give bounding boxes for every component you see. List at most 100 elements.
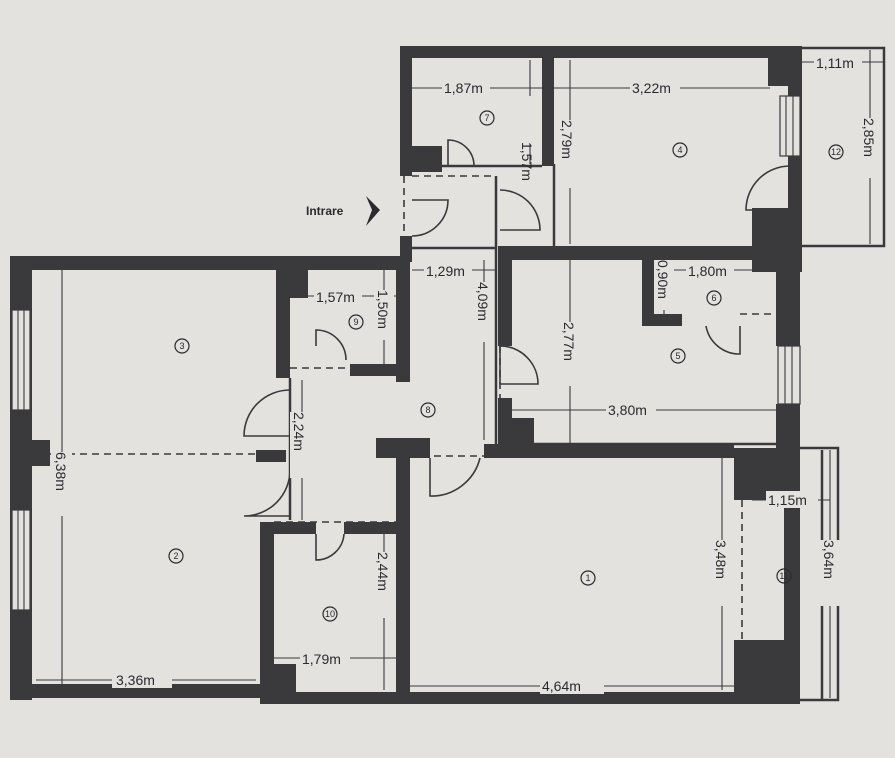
wall-10-top-right <box>344 522 398 534</box>
room-10-marker: 10 <box>322 606 338 622</box>
wall-9-right <box>396 262 410 382</box>
door-12 <box>745 165 791 211</box>
wall-top <box>400 46 802 58</box>
thin-walls <box>36 46 886 702</box>
dim-r4-height: 2,79m <box>559 120 575 159</box>
room-11-marker: 11 <box>776 568 792 584</box>
dim-r7-width: 1,87m <box>444 80 483 96</box>
wall-5-left-top <box>498 246 512 346</box>
dim-r6-height: 0,90m <box>655 260 671 299</box>
door-4 <box>499 189 541 231</box>
svg-text:2: 2 <box>173 551 178 561</box>
svg-text:8: 8 <box>425 405 430 415</box>
svg-text:11: 11 <box>779 571 788 581</box>
dim-r8-top: 1,29m <box>426 263 465 279</box>
entrance-marker: Intrare <box>306 196 380 226</box>
wall-10-top <box>260 522 316 534</box>
dim-r7-height: 1,57m <box>519 142 535 181</box>
dim-r12-height: 2,85m <box>861 118 877 157</box>
svg-text:4: 4 <box>677 145 682 155</box>
dim-r10-width: 1,79m <box>302 651 341 667</box>
dim-r6-width: 1,80m <box>688 263 727 279</box>
dim-r5-width: 3,80m <box>608 402 647 418</box>
door-9 <box>315 329 347 361</box>
svg-text:12: 12 <box>831 147 841 157</box>
room-8-marker: 8 <box>420 402 436 418</box>
room-4-marker: 4 <box>672 142 688 158</box>
dimension-labels: 1,87m 1,57m 3,22m 2,79m 1,11m 2,85m 1,29… <box>52 54 880 694</box>
wall-10-left <box>260 522 274 698</box>
wall-5-right-top <box>776 246 800 346</box>
wall-9-bottom <box>350 364 410 376</box>
room-9-marker: 9 <box>348 314 364 330</box>
room-7-marker: 7 <box>479 110 495 126</box>
wall-8-corner <box>376 438 430 458</box>
dim-r8-mid: 2,24m <box>291 412 307 451</box>
svg-text:1: 1 <box>585 573 590 583</box>
door-7 <box>447 139 475 167</box>
openings <box>32 160 791 640</box>
entrance-label: Intrare <box>306 204 344 218</box>
dim-r10-height: 2,44m <box>375 552 391 591</box>
wall-4-5 <box>498 246 798 260</box>
wall-11-right <box>784 448 800 698</box>
door-entrance <box>411 199 449 237</box>
wall-bottom-left <box>10 684 260 698</box>
svg-text:6: 6 <box>711 293 716 303</box>
wall-pillar-mid <box>256 450 286 462</box>
room-markers: 7 4 12 3 9 6 5 8 2 10 1 11 <box>168 110 844 622</box>
dim-r1-height: 3,48m <box>713 540 729 579</box>
wall-5-right-bottom <box>776 404 800 454</box>
wall-entrance-stub <box>400 236 412 262</box>
window-room-5 <box>777 345 801 405</box>
door-6 <box>705 325 741 355</box>
wall-1-left <box>396 438 410 700</box>
room-1-marker: 1 <box>580 570 596 586</box>
svg-text:9: 9 <box>353 317 358 327</box>
wall-pillar-left <box>10 440 50 466</box>
window-room-3 <box>11 309 31 411</box>
room-2-marker: 2 <box>168 548 184 564</box>
wall-6-left <box>642 256 654 326</box>
dim-r5-height: 2,77m <box>561 322 577 361</box>
svg-text:5: 5 <box>675 351 680 361</box>
dim-r8-height: 4,09m <box>475 282 491 321</box>
dimension-lines <box>36 50 884 698</box>
walls <box>10 46 802 704</box>
window-room-4 <box>779 95 801 157</box>
wall-9-left <box>276 256 290 378</box>
room-3-marker: 3 <box>174 338 190 354</box>
door-10 <box>315 533 345 561</box>
dim-r9-height: 1,50m <box>375 290 391 329</box>
entrance-arrow-icon <box>366 196 380 226</box>
dim-r2-width: 3,36m <box>116 672 155 688</box>
wall-1-top <box>484 444 734 458</box>
door-1 <box>429 457 481 497</box>
wall-7-corner <box>400 146 442 172</box>
dim-r11-width: 1,15m <box>768 492 807 508</box>
room-6-marker: 6 <box>706 290 722 306</box>
dim-r3-height: 6,38m <box>53 452 69 491</box>
wall-7-4 <box>542 56 554 166</box>
wall-7-left <box>400 46 412 176</box>
svg-text:10: 10 <box>325 609 335 619</box>
svg-text:3: 3 <box>179 341 184 351</box>
doors <box>243 139 791 561</box>
door-3 <box>243 389 291 437</box>
dim-r9-width: 1,57m <box>316 289 355 305</box>
dim-r4-width: 3,22m <box>632 80 671 96</box>
windows <box>11 95 801 611</box>
dim-r11-height: 3,64m <box>821 540 837 579</box>
svg-text:7: 7 <box>484 113 489 123</box>
wall-6-bottom <box>642 314 682 326</box>
room-5-marker: 5 <box>670 348 686 364</box>
balcony-12-outline <box>802 46 886 248</box>
dim-r12-width: 1,11m <box>816 55 854 71</box>
dim-r1-width: 4,64m <box>542 678 581 694</box>
wall-top-left <box>10 256 410 270</box>
wall-bottom <box>260 692 800 704</box>
window-room-2 <box>11 509 31 611</box>
room-12-marker: 12 <box>828 144 844 160</box>
